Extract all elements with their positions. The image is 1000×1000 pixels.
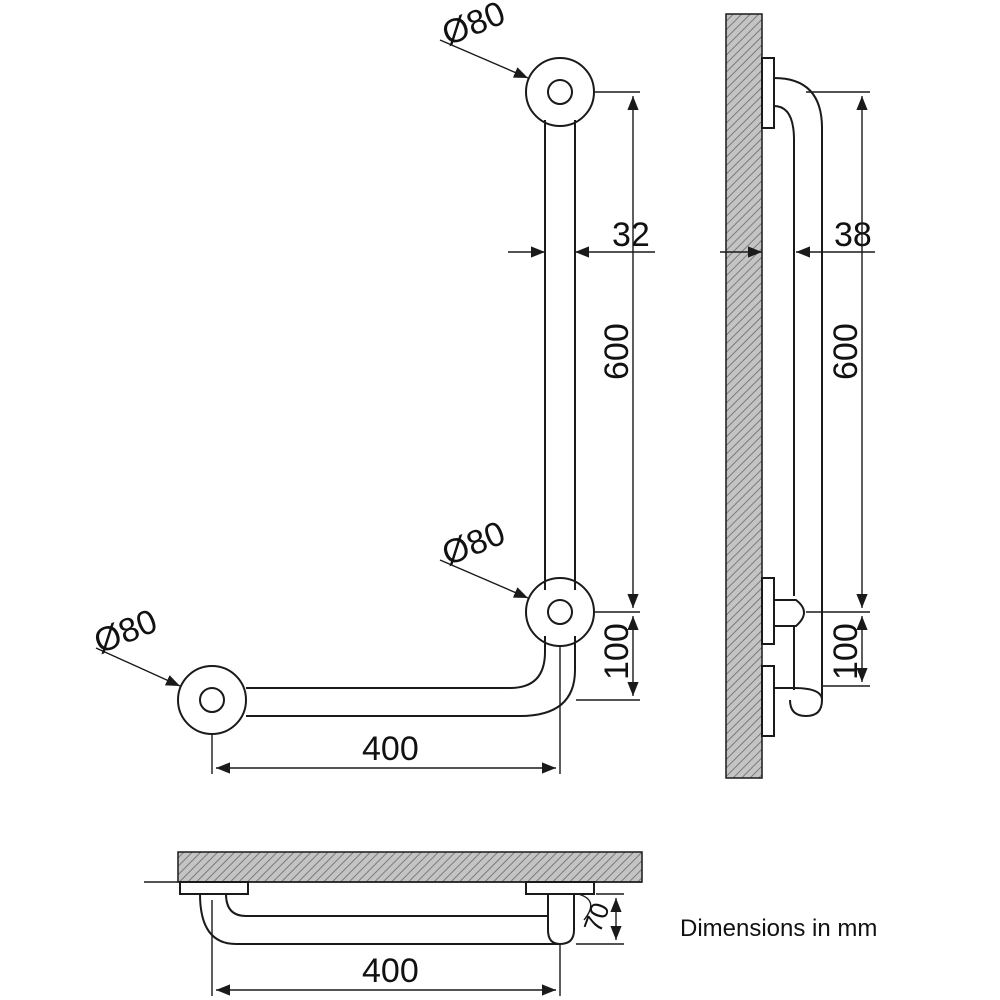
side-wall <box>725 13 763 779</box>
front-view: Ø80 Ø80 Ø80 32 600 100 400 <box>89 0 655 774</box>
left-diameter-label: Ø80 <box>89 602 163 661</box>
top-tube-inner <box>225 893 548 917</box>
side-view: 38 600 100 <box>720 13 875 779</box>
top-rosette <box>525 57 595 127</box>
side-projection-label: 38 <box>834 216 872 254</box>
middle-diameter-label: Ø80 <box>437 514 511 573</box>
bend-inner <box>509 651 546 689</box>
side-middle-flange <box>761 577 775 645</box>
top-view: 70 400 <box>144 851 643 996</box>
bend-outer <box>519 669 576 717</box>
side-top-flange <box>761 57 775 129</box>
side-bottom-flange <box>761 665 775 737</box>
side-tube-outer <box>773 77 823 700</box>
middle-rosette <box>525 577 595 647</box>
left-rosette-screw <box>199 687 225 713</box>
top-depth-label: 70 <box>577 899 615 936</box>
middle-rosette-screw <box>547 599 573 625</box>
tube-diameter-label: 32 <box>612 216 650 254</box>
top-tube-outer <box>199 893 560 945</box>
left-rosette <box>177 665 247 735</box>
top-width-label: 400 <box>362 952 419 990</box>
front-offset-label: 100 <box>598 623 636 680</box>
front-height-label: 600 <box>598 323 636 380</box>
top-left-flange <box>179 881 249 895</box>
side-offset-label: 100 <box>827 623 865 680</box>
units-note: Dimensions in mm <box>680 915 877 942</box>
top-right-flange <box>525 881 595 895</box>
side-height-label: 600 <box>827 323 865 380</box>
top-rosette-screw <box>547 79 573 105</box>
top-wall <box>177 851 643 883</box>
top-diameter-label: Ø80 <box>437 0 511 53</box>
front-width-label: 400 <box>362 730 419 768</box>
side-tube-inner <box>773 105 795 596</box>
